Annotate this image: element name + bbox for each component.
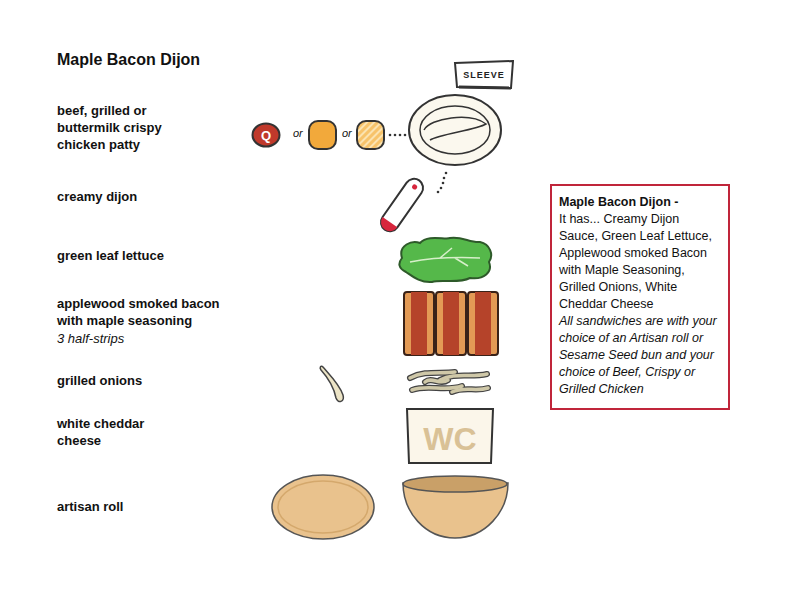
onion-strip — [320, 366, 343, 401]
note-text: 3 half-strips — [57, 330, 237, 347]
ingredient-label: grilled onions — [57, 372, 237, 389]
node-heading: WC — [423, 415, 476, 458]
wrapper — [409, 95, 501, 165]
ingredient-label: beef, grilled or buttermilk crispy chick… — [57, 102, 197, 153]
sauce-bottle — [377, 175, 426, 234]
lettuce-vein — [410, 248, 480, 266]
node-text: All sandwiches are with your choice of a… — [559, 313, 721, 398]
node-heading: Q — [261, 128, 271, 143]
ingredient-label: creamy dijon — [57, 188, 237, 205]
beef-patty: Q — [251, 122, 281, 148]
node-heading: SLEEVE — [463, 70, 505, 80]
artisan-roll — [272, 475, 508, 539]
sleeve-card: SLEEVE — [453, 60, 515, 90]
ingredient-label: applewood smoked bacon with maple season… — [57, 295, 237, 329]
node-heading: Maple Bacon Dijon - — [559, 194, 721, 211]
ingredient-label: green leaf lettuce — [57, 247, 237, 264]
lettuce — [399, 238, 491, 282]
title: Maple Bacon Dijon — [57, 50, 200, 70]
cheese-slice: WC — [405, 407, 495, 465]
description-box: Maple Bacon Dijon -It has... Creamy Dijo… — [550, 184, 730, 410]
onions — [410, 372, 488, 392]
node-text: It has... Creamy Dijon Sauce, Green Leaf… — [559, 211, 721, 313]
ingredient-label: artisan roll — [57, 498, 237, 515]
or-text: or — [342, 126, 362, 140]
onions-fill — [410, 372, 488, 392]
crispy-patty — [309, 121, 336, 149]
ingredient-label: white cheddar cheese — [57, 415, 157, 449]
grilled-patty — [357, 121, 384, 149]
bacon — [404, 292, 498, 355]
or-text: or — [293, 126, 313, 140]
